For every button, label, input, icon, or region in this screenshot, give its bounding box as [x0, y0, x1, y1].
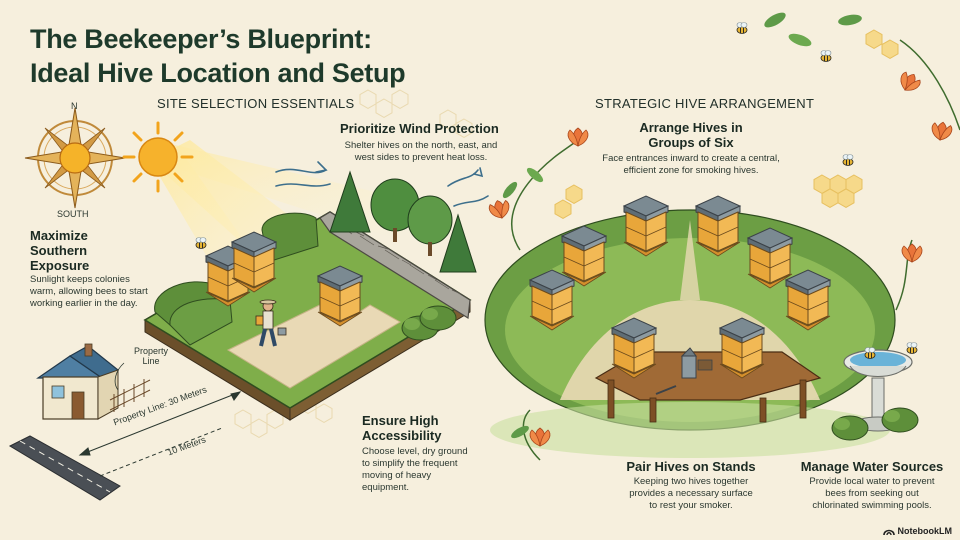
- wind-icon: [275, 161, 489, 207]
- brand-label: NotebookLM: [882, 526, 952, 536]
- house-icon: [36, 343, 120, 420]
- wind-protection-heading: Prioritize Wind Protection: [340, 121, 499, 136]
- wind-protection-body: Shelter hives on the north, east, and we…: [344, 140, 498, 163]
- road: [8, 435, 121, 501]
- title-line-1: The Beekeeper’s Blueprint:: [30, 24, 372, 54]
- water-sources-body: Provide local water to prevent bees from…: [809, 476, 935, 511]
- property-line-label: Property Line: [134, 346, 169, 366]
- hive-arrangement-area: [484, 209, 896, 458]
- groups-of-six-body: Face entrances inward to create a centra…: [602, 153, 780, 176]
- hive-stands-heading: Pair Hives on Stands: [626, 459, 756, 474]
- flower-vines: [487, 12, 960, 461]
- distance-markers: [78, 391, 242, 477]
- hive-stand: [594, 317, 822, 423]
- compass-north-label: N: [71, 101, 78, 111]
- hedges: [154, 212, 457, 346]
- title-line-2: Ideal Hive Location and Setup: [30, 58, 406, 88]
- site-selection-heading: SITE SELECTION ESSENTIALS: [157, 96, 355, 111]
- property-fence: [109, 379, 151, 412]
- compass-south-label: SOUTH: [57, 209, 89, 219]
- hive-stands-body: Keeping two hives together provides a ne…: [629, 476, 753, 511]
- southern-exposure-heading: Maximize Southern Exposure: [30, 228, 90, 273]
- compass-rose-icon: [24, 107, 126, 209]
- accessibility-heading: Ensure High Accessibility: [362, 413, 442, 443]
- beekeeper-figure: [255, 299, 287, 347]
- page-title: The Beekeeper’s Blueprint: Ideal Hive Lo…: [30, 22, 406, 90]
- smoker-icon: [680, 347, 713, 379]
- accessibility-body: Choose level, dry ground to simplify the…: [362, 446, 468, 493]
- property-line-pointer: [114, 362, 125, 391]
- water-sources-heading: Manage Water Sources: [800, 459, 944, 474]
- hive-arrangement-heading: STRATEGIC HIVE ARRANGEMENT: [595, 96, 815, 111]
- southern-exposure-body: Sunlight keeps colonies warm, allowing b…: [30, 274, 148, 309]
- sun-icon: [122, 121, 194, 193]
- bird-bath-icon: [831, 349, 919, 441]
- notebooklm-logo-icon: [882, 529, 895, 536]
- windbreak-trees: [329, 170, 477, 273]
- hive-tool-icon: [655, 385, 677, 395]
- groups-of-six-heading: Arrange Hives in Groups of Six: [639, 120, 743, 150]
